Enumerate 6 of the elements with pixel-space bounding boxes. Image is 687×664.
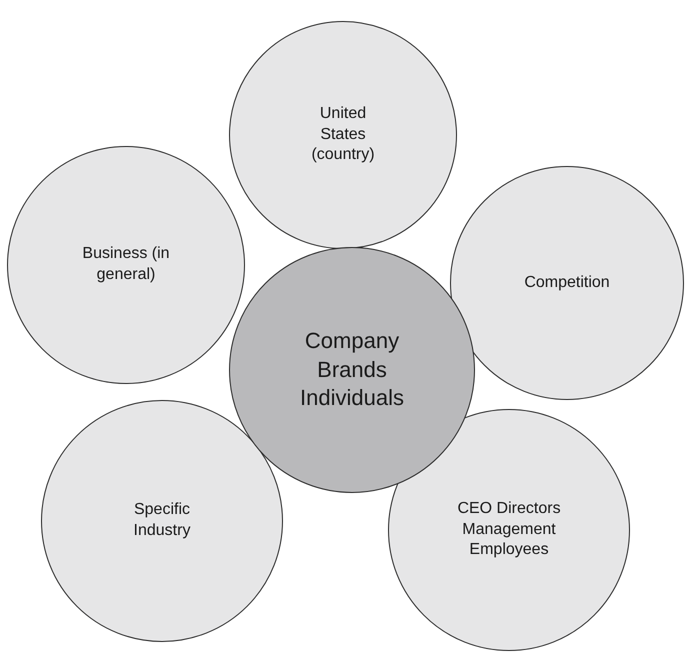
circle-label: Business (in general) xyxy=(81,244,171,285)
circle-label: CEO Directors Management Employees xyxy=(456,498,562,560)
circle-label: United States (country) xyxy=(310,104,376,166)
circle-label: Competition xyxy=(523,272,611,293)
circle-label: Specific Industry xyxy=(132,500,192,541)
circle-label: Company Brands Individuals xyxy=(299,327,405,412)
